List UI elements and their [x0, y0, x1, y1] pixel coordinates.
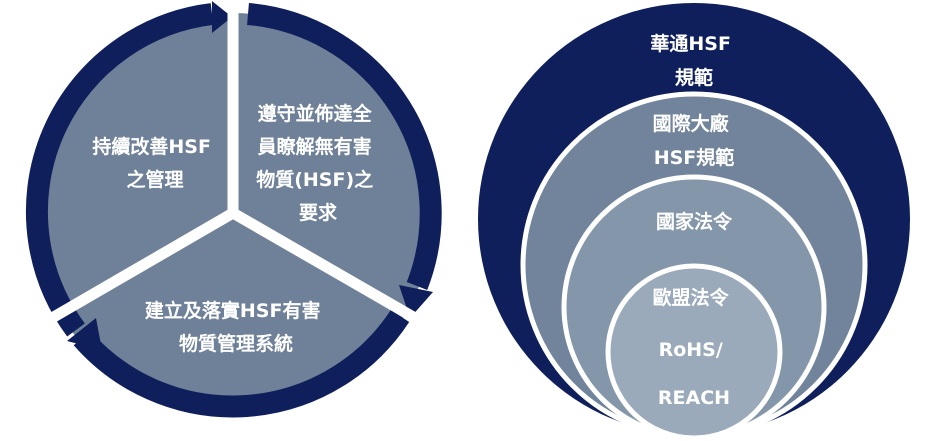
- cycle-dividers: [49, 5, 418, 323]
- cycle-arc-top-right: [247, 3, 442, 290]
- arrowhead-top: [212, 1, 232, 33]
- segment-label-continuous-improvement: 持續改善HSF 之管理: [92, 135, 217, 191]
- hsf-nested-diagram: 華通HSF 規範 國際大廠 HSF規範 國家法令 歐盟法令 RoHS/ REAC…: [478, 3, 910, 441]
- segment-label-management-system: 建立及落實HSF有害 物質管理系統: [145, 299, 327, 355]
- segment-label-compliance: 遵守並佈達全 員瞭解無有害 物質(HSF)之 要求: [256, 102, 380, 224]
- level-label-national: 國家法令: [656, 210, 733, 233]
- arrowhead-left: [67, 318, 102, 350]
- level-label-eu: 歐盟法令 RoHS/ REACH: [653, 286, 736, 409]
- cycle-arc-bottom: [73, 309, 410, 418]
- level-inner-circle: [605, 263, 783, 441]
- level-label-company: 華通HSF 規範: [650, 32, 737, 89]
- hsf-cycle-diagram: 持續改善HSF 之管理 遵守並佈達全 員瞭解無有害 物質(HSF)之 要求 建立…: [25, 1, 442, 418]
- cycle-arc-top-left: [25, 3, 214, 337]
- level-label-international: 國際大廠 HSF規範: [653, 112, 736, 169]
